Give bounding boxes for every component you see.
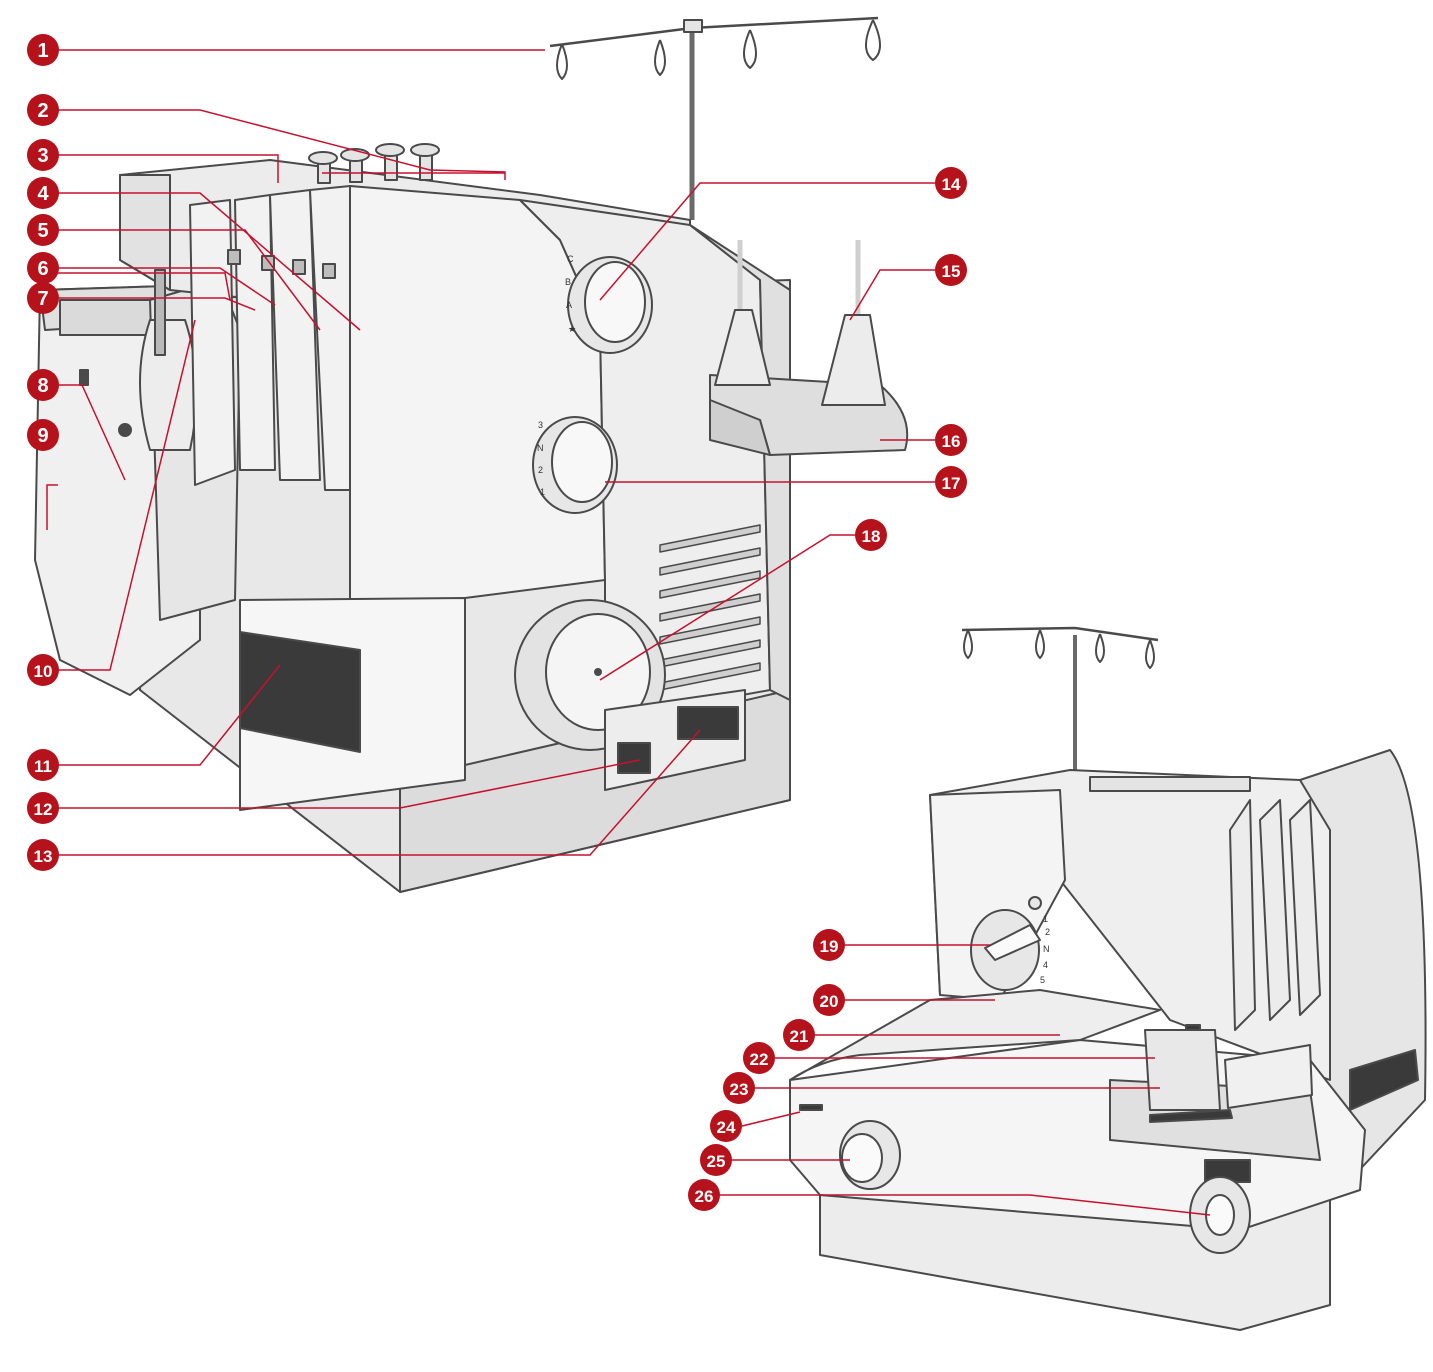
spool-pin-holder xyxy=(709,240,909,456)
callout-label: 1 xyxy=(37,40,48,62)
callout-label: 23 xyxy=(730,1080,749,1099)
callout-6: 6 xyxy=(27,252,59,284)
callout-20: 20 xyxy=(813,984,845,1016)
callout-label: 7 xyxy=(37,288,48,310)
callout-4: 4 xyxy=(27,177,59,209)
callout-label: 21 xyxy=(790,1027,809,1046)
callout-label: 2 xyxy=(37,100,48,122)
callout-label: 15 xyxy=(942,262,961,281)
differential-feed-dial-rear xyxy=(567,256,653,354)
middle-dial-mark: 1 xyxy=(540,487,545,497)
callout-2: 2 xyxy=(27,94,59,126)
telescopic-thread-guide-rear xyxy=(549,16,881,220)
callout-label: 9 xyxy=(37,425,48,447)
threading-panels-rear xyxy=(189,185,361,491)
callout-label: 4 xyxy=(37,183,49,205)
callout-5: 5 xyxy=(27,214,59,246)
upper-dial-mark: B xyxy=(565,277,571,287)
callout-label: 25 xyxy=(707,1152,726,1171)
telescopic-thread-guide-front xyxy=(961,626,1159,780)
callout-label: 26 xyxy=(695,1187,714,1206)
callout-label: 18 xyxy=(862,527,881,546)
dial-markings: C B A ★ 3 N 2 1 1 2 N 4 5 xyxy=(537,254,1050,985)
middle-dial-mark: 2 xyxy=(538,465,543,475)
callout-label: 8 xyxy=(37,375,48,397)
leader-lines xyxy=(46,49,1211,1216)
callout-label: 5 xyxy=(37,220,48,242)
callout-26: 26 xyxy=(688,1179,720,1211)
callout-10: 10 xyxy=(27,654,59,686)
middle-dial-mark: N xyxy=(537,443,544,453)
front-dial-mark: 2 xyxy=(1045,927,1050,937)
callout-15: 15 xyxy=(935,254,967,286)
callout-label: 24 xyxy=(717,1118,736,1137)
callout-17: 17 xyxy=(935,466,967,498)
serger-rear-view xyxy=(34,16,909,893)
callout-3: 3 xyxy=(27,139,59,171)
callout-9: 9 xyxy=(27,419,59,451)
middle-dial-mark: 3 xyxy=(538,420,543,430)
callout-23: 23 xyxy=(723,1072,755,1104)
serger-front-view xyxy=(789,626,1427,1331)
callout-label: 13 xyxy=(34,847,53,866)
callout-label: 3 xyxy=(37,145,48,167)
callout-25: 25 xyxy=(700,1144,732,1176)
callout-label: 10 xyxy=(34,662,53,681)
stitch-selector-knob xyxy=(1189,1159,1251,1254)
callout-label: 19 xyxy=(820,937,839,956)
front-dial-mark: 1 xyxy=(1043,914,1048,924)
upper-dial-mark: ★ xyxy=(568,324,576,334)
presser-foot-pressure-dial xyxy=(970,896,1042,991)
callout-label: 14 xyxy=(942,175,961,194)
callout-label: 22 xyxy=(750,1050,769,1069)
callout-label: 11 xyxy=(34,757,52,776)
power-switch-panel xyxy=(604,689,746,791)
stitch-length-dial-rear xyxy=(532,416,618,514)
callout-14: 14 xyxy=(935,167,967,199)
callout-22: 22 xyxy=(743,1042,775,1074)
callout-21: 21 xyxy=(783,1019,815,1051)
stitch-width-dial xyxy=(839,1120,901,1190)
callout-7: 7 xyxy=(27,282,59,314)
callout-18: 18 xyxy=(855,519,887,551)
front-dial-mark: 4 xyxy=(1043,960,1048,970)
callout-label: 17 xyxy=(942,474,961,493)
front-dial-mark: N xyxy=(1043,944,1050,954)
tension-dials-top-front xyxy=(1089,776,1251,792)
callout-badges: 1 2 3 4 5 6 7 8 9 10 11 12 13 14 15 16 1… xyxy=(27,34,967,1211)
callout-19: 19 xyxy=(813,929,845,961)
ventilation-slots xyxy=(659,524,761,691)
callout-16: 16 xyxy=(935,424,967,456)
callout-label: 6 xyxy=(37,258,48,280)
callout-label: 20 xyxy=(820,992,839,1011)
callout-8: 8 xyxy=(27,369,59,401)
callout-1: 1 xyxy=(27,34,59,66)
upper-dial-mark: C xyxy=(567,254,574,264)
callout-13: 13 xyxy=(27,839,59,871)
callout-label: 16 xyxy=(942,432,961,451)
callout-12: 12 xyxy=(27,792,59,824)
callout-24: 24 xyxy=(710,1110,742,1142)
callout-label: 12 xyxy=(34,800,53,819)
callout-11: 11 xyxy=(27,749,59,781)
upper-dial-mark: A xyxy=(566,300,572,310)
front-dial-mark: 5 xyxy=(1040,975,1045,985)
